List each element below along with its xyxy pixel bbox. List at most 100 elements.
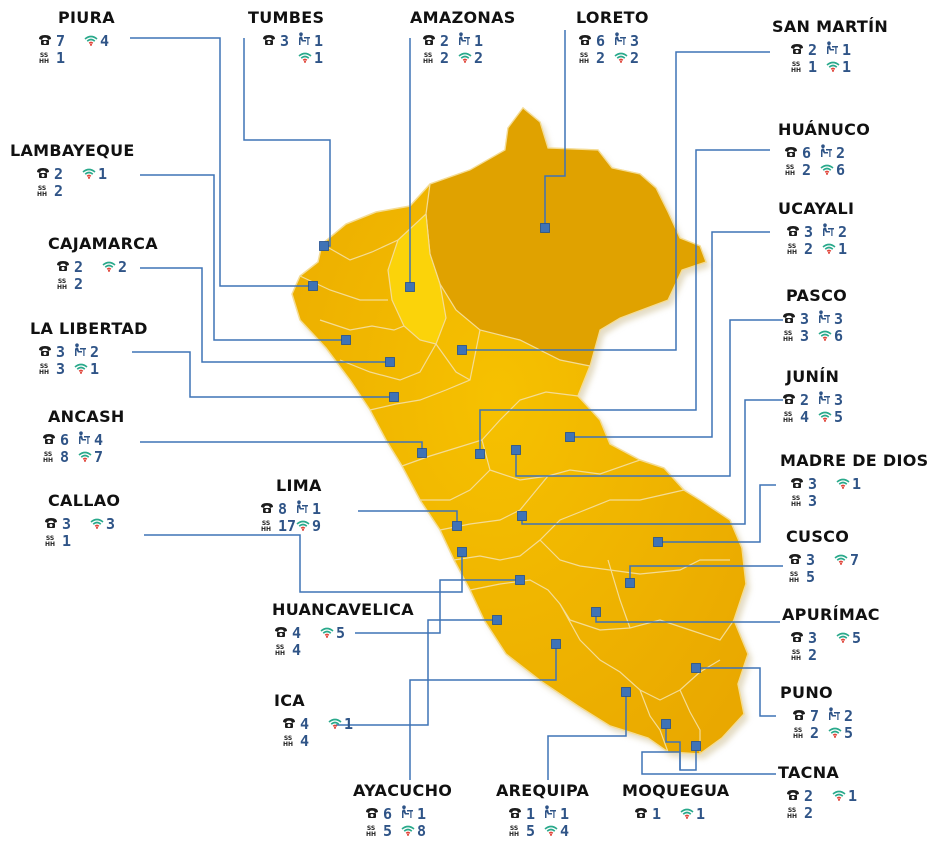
wifi-count: 2 xyxy=(474,49,484,67)
leader-line-tumbes xyxy=(243,38,331,247)
marker-moquegua[interactable] xyxy=(661,719,671,729)
leader-line-ucayali xyxy=(570,231,770,438)
marker-callao[interactable] xyxy=(457,547,467,557)
marker-puno[interactable] xyxy=(691,663,701,673)
ss-hh-count: 4 xyxy=(292,641,302,659)
marker-ancash[interactable] xyxy=(417,448,427,458)
amazonas-region xyxy=(387,212,447,345)
wifi-count: 8 xyxy=(417,822,427,840)
wifi-count: 7 xyxy=(94,448,104,466)
marker-lambayeque[interactable] xyxy=(341,335,351,345)
loreto-region xyxy=(425,107,707,367)
marker-apurimac[interactable] xyxy=(591,607,601,617)
marker-madre-de-dios[interactable] xyxy=(653,537,663,547)
ss-hh-count: 1 xyxy=(808,58,818,76)
desk-count: 1 xyxy=(842,41,852,59)
leader-line-lima xyxy=(358,510,458,526)
leader-line-ayacucho xyxy=(409,644,557,780)
marker-tacna[interactable] xyxy=(691,741,701,751)
ss-hh-count: 2 xyxy=(74,275,84,293)
ss-hh-count: 2 xyxy=(54,182,64,200)
marker-piura[interactable] xyxy=(308,281,318,291)
marker-ica[interactable] xyxy=(492,615,502,625)
ss-hh-count: 1 xyxy=(56,49,66,67)
marker-lima[interactable] xyxy=(452,521,462,531)
region-name: TACNA xyxy=(778,763,840,782)
region-name: PIURA xyxy=(58,8,115,27)
phone-count: 3 xyxy=(806,551,816,569)
desk-count: 2 xyxy=(838,223,848,241)
desk-count: 2 xyxy=(844,707,854,725)
marker-junin[interactable] xyxy=(517,511,527,521)
leader-line-huanuco xyxy=(479,149,770,454)
marker-huancavelica[interactable] xyxy=(515,575,525,585)
marker-san-martin[interactable] xyxy=(457,345,467,355)
ss-hh-count: 2 xyxy=(596,49,606,67)
phone-count: 6 xyxy=(383,805,393,823)
marker-amazonas[interactable] xyxy=(405,282,415,292)
region-moquegua[interactable]: MOQUEGUA 1 1 xyxy=(622,782,729,840)
marker-pasco[interactable] xyxy=(511,445,521,455)
marker-huanuco[interactable] xyxy=(475,449,485,459)
leader-line-huancavelica xyxy=(355,579,520,634)
wifi-count: 1 xyxy=(344,715,354,733)
phone-count: 2 xyxy=(808,41,818,59)
marker-ayacucho[interactable] xyxy=(551,639,561,649)
wifi-count: 6 xyxy=(836,161,846,179)
wifi-count: 1 xyxy=(852,475,862,493)
marker-la-libertad[interactable] xyxy=(389,392,399,402)
marker-loreto[interactable] xyxy=(540,223,550,233)
phone-count: 3 xyxy=(804,223,814,241)
leader-line-puno xyxy=(696,667,776,717)
phone-count: 2 xyxy=(804,787,814,805)
region-name: ANCASH xyxy=(48,407,125,426)
desk-count: 4 xyxy=(94,431,104,449)
desk-count: 3 xyxy=(834,391,844,409)
region-name: LA LIBERTAD xyxy=(30,319,148,338)
region-name: LORETO xyxy=(576,8,649,27)
region-tumbes[interactable]: TUMBES 3 1 1 xyxy=(248,9,324,67)
marker-cajamarca[interactable] xyxy=(385,357,395,367)
wifi-count: 4 xyxy=(560,822,570,840)
ss-hh-count: 2 xyxy=(802,161,812,179)
leader-line-junin xyxy=(521,399,783,525)
ss-hh-count: 2 xyxy=(804,804,814,822)
marker-ucayali[interactable] xyxy=(565,432,575,442)
marker-cusco[interactable] xyxy=(625,578,635,588)
wifi-count: 5 xyxy=(852,629,862,647)
marker-arequipa[interactable] xyxy=(621,687,631,697)
phone-count: 3 xyxy=(800,310,810,328)
phone-count: 6 xyxy=(802,144,812,162)
marker-tumbes[interactable] xyxy=(319,241,329,251)
